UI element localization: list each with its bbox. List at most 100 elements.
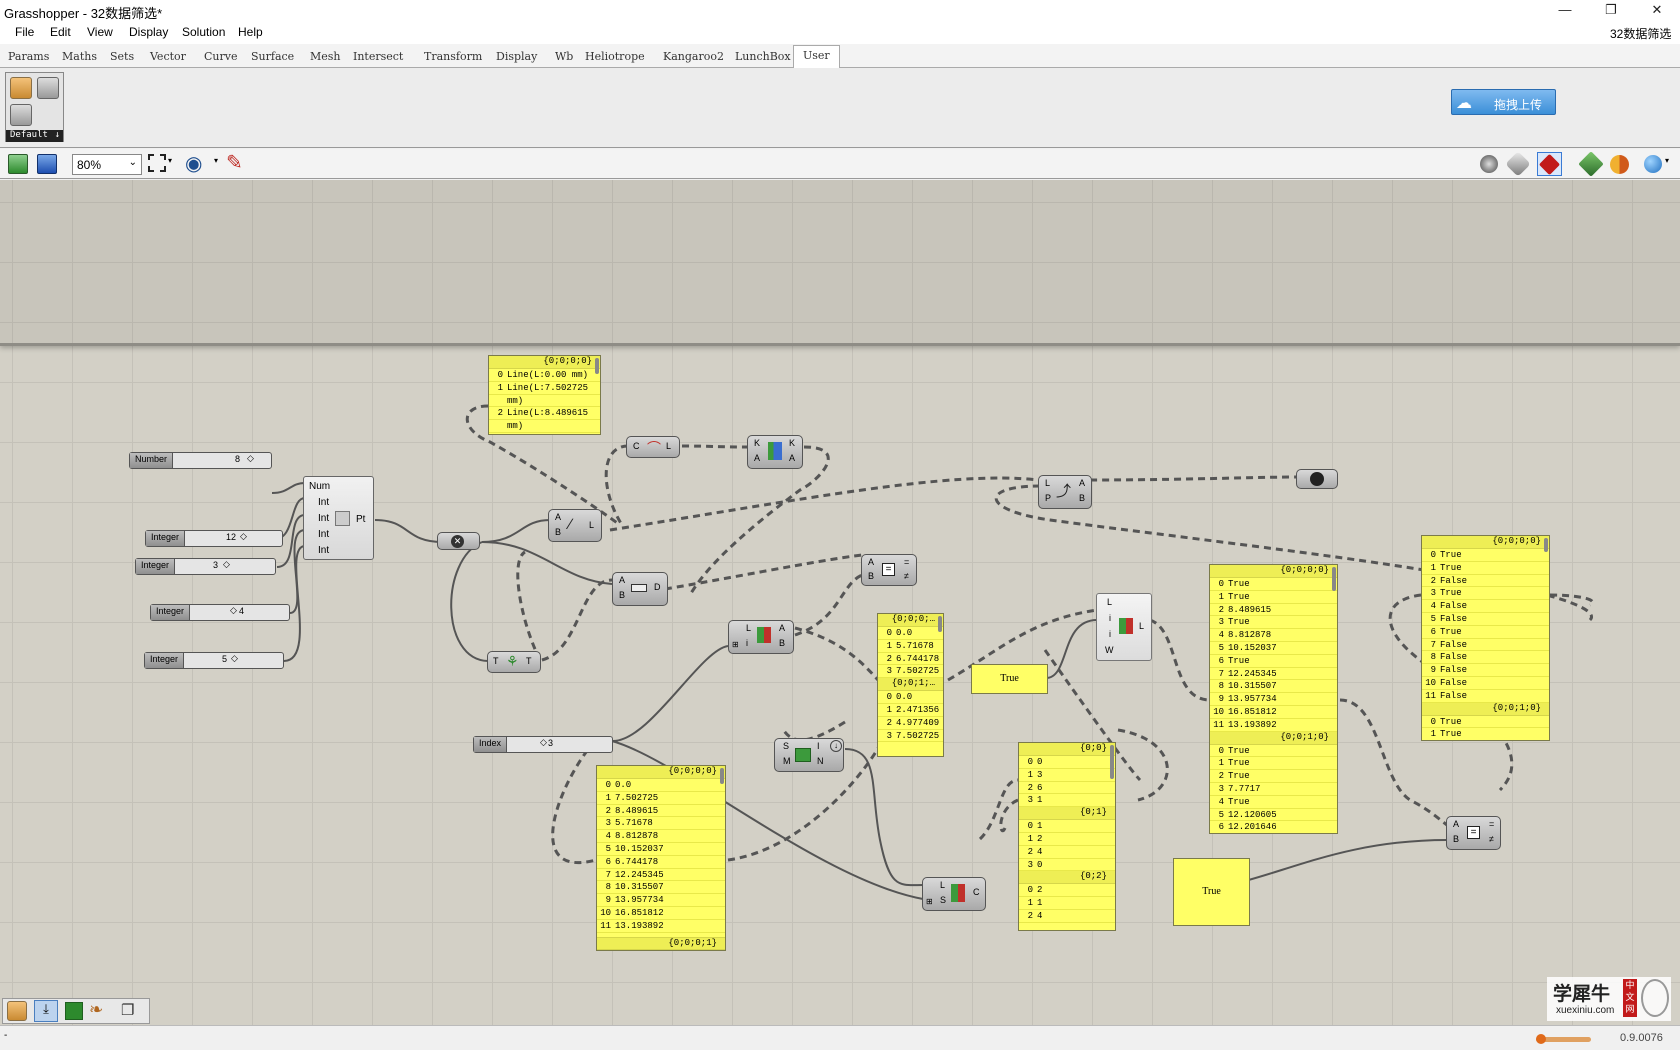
tab-wb[interactable]: Wb — [555, 50, 574, 63]
input-int[interactable]: Int — [318, 513, 330, 524]
upload-button[interactable]: ☁ 拖拽上传 — [1451, 89, 1556, 115]
relay-multiply-component[interactable]: ✕ — [437, 532, 480, 550]
construct-point-component[interactable]: Num Int Int Int Int Pt — [303, 476, 374, 560]
user-object-icon[interactable] — [7, 1001, 27, 1021]
open-file-icon[interactable] — [8, 154, 28, 174]
tab-maths[interactable]: Maths — [62, 50, 97, 63]
cluster-icon[interactable] — [65, 1002, 83, 1020]
slider-handle[interactable]: ◇ — [231, 653, 238, 663]
kangaroo-icon[interactable]: ❧ — [89, 1000, 104, 1019]
list-item-component[interactable]: L i i W L — [1096, 593, 1152, 661]
preview-wire-icon[interactable] — [1480, 155, 1498, 173]
menu-solution[interactable]: Solution — [182, 25, 226, 39]
tab-params[interactable]: Params — [8, 50, 50, 63]
user-object-3-icon[interactable] — [10, 104, 32, 126]
menu-view[interactable]: View — [87, 25, 113, 39]
tab-surface[interactable]: Surface — [251, 50, 295, 63]
tab-heliotrope[interactable]: Heliotrope — [585, 50, 645, 63]
integer-slider-5[interactable]: Integer 5 ◇ — [144, 652, 284, 669]
panel-scrollbar[interactable] — [595, 358, 599, 374]
chevron-down-icon[interactable]: ▾ — [168, 156, 173, 165]
tab-display[interactable]: Display — [496, 50, 538, 63]
close-button[interactable]: ✕ — [1651, 2, 1663, 17]
panel-scrollbar[interactable] — [720, 768, 724, 784]
menu-help[interactable]: Help — [238, 25, 263, 39]
index-slider[interactable]: Index ◇ 3 — [473, 736, 613, 753]
preview-shaded-icon[interactable] — [1505, 151, 1531, 177]
integer-slider-12[interactable]: Integer 12 ◇ — [145, 530, 283, 547]
sketch-pen-icon[interactable]: ✎ — [226, 152, 243, 174]
minimize-button[interactable]: — — [1558, 2, 1572, 17]
tab-curve[interactable]: Curve — [204, 50, 238, 63]
copy-icon[interactable]: ❐ — [121, 1002, 135, 1019]
tab-user[interactable]: User — [793, 45, 840, 68]
menu-edit[interactable]: Edit — [50, 25, 71, 39]
tab-vector[interactable]: Vector — [150, 50, 186, 63]
input-int[interactable]: Int — [318, 529, 330, 540]
tab-intersect[interactable]: Intersect — [353, 50, 404, 63]
preview-eye-icon[interactable]: ◉ — [185, 153, 203, 175]
zoom-select[interactable]: 80% ⌄ — [72, 154, 142, 175]
curve-length-component[interactable]: C ⌒ L — [626, 436, 680, 458]
slider-handle[interactable]: ◇ — [240, 531, 247, 541]
row-value: 0.0 — [615, 780, 632, 790]
user-object-1-icon[interactable] — [10, 77, 32, 99]
tab-sets[interactable]: Sets — [110, 50, 135, 63]
menu-file[interactable]: File — [15, 25, 35, 39]
download-icon[interactable]: ⤓ — [34, 1000, 58, 1022]
save-file-icon[interactable] — [37, 154, 57, 174]
bake-icon[interactable] — [1578, 151, 1604, 177]
graft-tree-component[interactable]: T ⚘ T — [487, 651, 541, 673]
panel-scrollbar[interactable] — [1544, 538, 1548, 552]
slider-handle[interactable]: ◇ — [540, 737, 547, 747]
panel-scrollbar[interactable] — [938, 616, 942, 632]
integer-slider-4[interactable]: Integer ◇ 4 — [150, 604, 290, 621]
tab-lunchbox[interactable]: LunchBox — [735, 50, 791, 63]
tab-mesh[interactable]: Mesh — [310, 50, 341, 63]
tab-transform[interactable]: Transform — [424, 50, 483, 63]
dashed-wire — [465, 404, 621, 527]
sphere-preview-icon[interactable] — [1644, 155, 1662, 173]
grasshopper-canvas[interactable]: Number 8 ◇ Integer 12 ◇ Integer 3 ◇ Inte… — [0, 180, 1680, 1025]
input-int[interactable]: Int — [318, 497, 330, 508]
zoom-extents-icon[interactable] — [148, 154, 166, 172]
slider-handle[interactable]: ◇ — [223, 559, 230, 569]
chevron-down-icon[interactable]: ▾ — [1665, 156, 1670, 165]
integer-slider-3[interactable]: Integer 3 ◇ — [135, 558, 276, 575]
restore-button[interactable]: ❐ — [1605, 2, 1617, 17]
input-int[interactable]: Int — [318, 545, 330, 556]
number-slider[interactable]: Number 8 ◇ — [129, 452, 272, 469]
user-object-2-icon[interactable] — [37, 77, 59, 99]
chevron-down-icon[interactable]: ▾ — [214, 156, 219, 165]
group-label[interactable]: Default ↓ — [6, 130, 63, 142]
panel-true-big[interactable]: True — [1173, 858, 1250, 926]
slider-handle[interactable]: ◇ — [247, 453, 254, 463]
slider-handle[interactable]: ◇ — [230, 605, 237, 615]
display-mode-icon[interactable] — [1610, 155, 1629, 174]
dispatch-output-component[interactable] — [1296, 469, 1338, 489]
menu-display[interactable]: Display — [129, 25, 169, 39]
panel-true-small[interactable]: True — [971, 664, 1048, 694]
input-num[interactable]: Num — [309, 481, 331, 492]
panel-scrollbar[interactable] — [1332, 567, 1336, 591]
tab-kangaroo2[interactable]: Kangaroo2 — [663, 50, 724, 63]
panel-scrollbar[interactable] — [1110, 745, 1114, 779]
preview-selected-toggle[interactable] — [1537, 152, 1562, 176]
output-pt[interactable]: Pt — [356, 514, 366, 525]
